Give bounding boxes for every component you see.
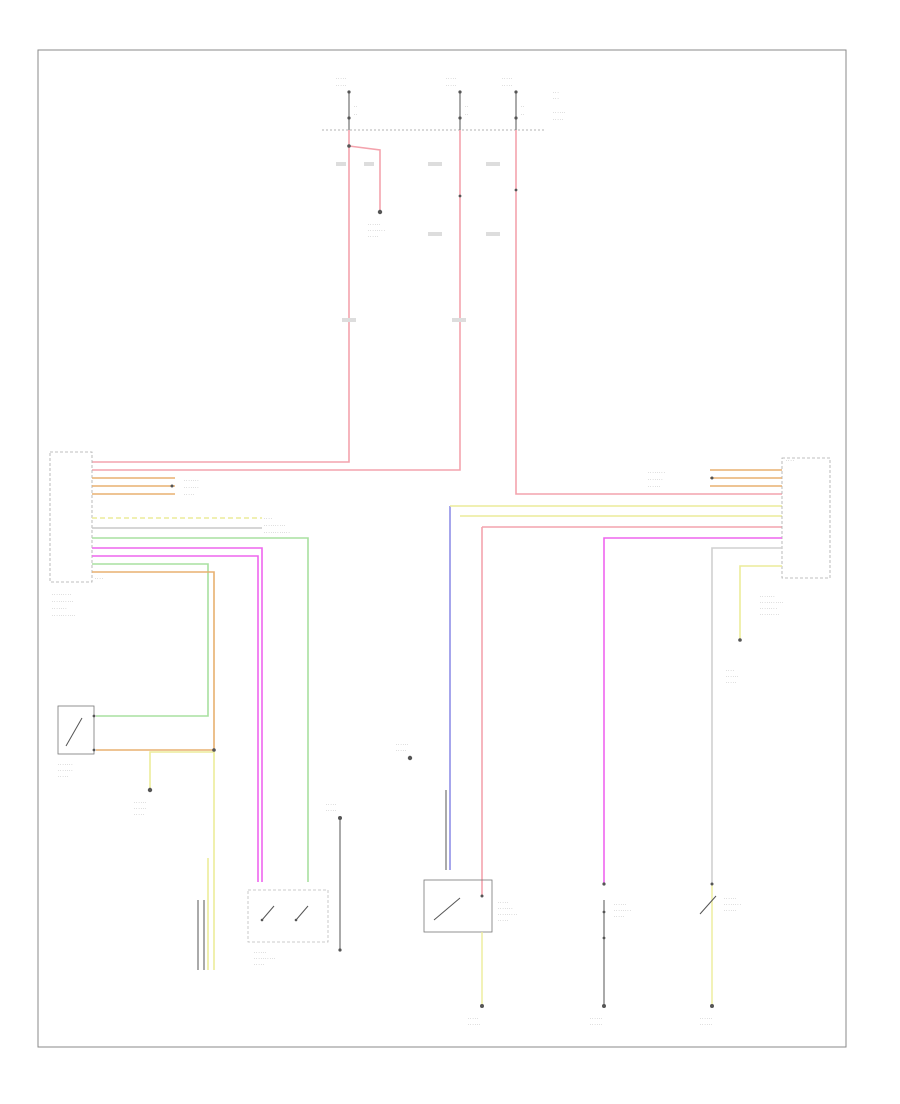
svg-text:· · · · · ·: · · · · · · [724, 909, 736, 913]
svg-text:· · · · · · · · · ·: · · · · · · · · · · [264, 524, 285, 528]
svg-text:· · · · ·: · · · · · [498, 901, 508, 905]
svg-text:· · · · · · ·: · · · · · · · [498, 907, 512, 911]
left-module-wires [92, 477, 262, 529]
svg-text:· · · · · · ·: · · · · · · · [648, 478, 662, 482]
left-module: · · · · · · · · · · · · · · · · · · · · … [49, 451, 103, 618]
left-lower-wires [92, 537, 309, 970]
svg-text:· · · · · · · · · ·: · · · · · · · · · · [52, 600, 73, 604]
svg-text:· · · · · ·: · · · · · · [700, 1023, 712, 1027]
svg-text:· · · · · ·: · · · · · · [368, 223, 380, 227]
svg-text:· · · · · · · · ·: · · · · · · · · · [52, 593, 71, 597]
svg-text:· · · · ·: · · · · · [184, 493, 194, 497]
svg-text:· · · · ·: · · · · · [254, 963, 264, 967]
ground-symbol [377, 209, 383, 215]
svg-text:· · · · · · ·: · · · · · · · [58, 769, 72, 773]
left-switch: · · · · · · · · · · · · · · · · · · · [57, 705, 96, 779]
right-module: · · · · · · · · · · · · · · · · · · · · … [760, 457, 831, 617]
svg-text:· · · · ·: · · · · · [326, 809, 336, 813]
svg-text:· · · · · ·: · · · · · · [614, 903, 626, 907]
svg-text:· · · · · · · ·: · · · · · · · · [648, 471, 665, 475]
fuse-group: · · · · · · · · · · · · · · · · · · · · … [322, 77, 565, 131]
ground-wire-center: · · · · · · · · · · [326, 803, 342, 952]
center-wires [445, 505, 782, 870]
svg-text:· · · · ·: · · · · · [336, 84, 346, 88]
svg-text:· · · · ·: · · · · · [446, 77, 456, 81]
svg-text:· · · · · · · ·: · · · · · · · · [368, 229, 385, 233]
svg-text:· · · ·: · · · · [264, 517, 272, 521]
svg-text:· ·: · · [521, 113, 524, 117]
svg-text:· · · · ·: · · · · · [134, 813, 144, 817]
svg-text:· · · · · · ·: · · · · · · · [58, 763, 72, 767]
svg-text:· · · · · · · · · · · ·: · · · · · · · · · · · · [264, 531, 290, 535]
svg-text:· · · ·: · · · · [786, 459, 794, 463]
right-module-wires [603, 469, 782, 884]
svg-text:· · · · ·: · · · · · [326, 803, 336, 807]
svg-text:· · · · · ·: · · · · · · [590, 1017, 602, 1021]
diagram-frame [37, 49, 847, 1048]
svg-text:· · · ·: · · · · [95, 577, 103, 581]
svg-text:· ·: · · [521, 105, 524, 109]
svg-text:· · · · · ·: · · · · · · [726, 675, 738, 679]
svg-text:· · · · ·: · · · · · [396, 749, 406, 753]
svg-text:· · · ·: · · · · [726, 669, 734, 673]
svg-text:· ·: · · [465, 113, 468, 117]
svg-text:· · · · · ·: · · · · · · [724, 897, 736, 901]
svg-text:· · · · · ·: · · · · · · [134, 807, 146, 811]
svg-text:· · · · · · · ·: · · · · · · · · [724, 903, 741, 907]
svg-text:· · · · ·: · · · · · [58, 775, 68, 779]
svg-text:· · ·: · · · [553, 97, 559, 101]
svg-text:· · · · · ·: · · · · · · [553, 111, 565, 115]
svg-text:· · · · · ·: · · · · · · [590, 1023, 602, 1027]
svg-text:· ·: · · [465, 105, 468, 109]
svg-text:· · · · · · · ·: · · · · · · · · [760, 607, 777, 611]
svg-text:· · · · · · ·: · · · · · · · [184, 479, 198, 483]
fuse-left: · · · · · · · · · · · · · · [336, 77, 357, 130]
svg-text:· · ·: · · · [553, 91, 559, 95]
svg-text:· · · · ·: · · · · · [502, 84, 512, 88]
svg-text:· · · · · ·: · · · · · · [134, 801, 146, 805]
svg-text:· · · · ·: · · · · · [468, 1017, 478, 1021]
svg-text:· · · · · · · · · · ·: · · · · · · · · · · · [760, 601, 783, 605]
fuse-mid: · · · · · · · · · · · · · · [446, 77, 468, 130]
svg-text:· · · · ·: · · · · · [726, 681, 736, 685]
svg-text:· · · · · · ·: · · · · · · · [184, 486, 198, 490]
svg-text:· · · · ·: · · · · · [336, 77, 346, 81]
svg-text:· · · · · ·: · · · · · · [648, 485, 660, 489]
svg-text:· · · · · · ·: · · · · · · · [52, 607, 66, 611]
svg-text:· · · · · · · · ·: · · · · · · · · · [760, 613, 779, 617]
svg-text:· · · · · ·: · · · · · · [254, 951, 266, 955]
svg-text:· · · · ·: · · · · · [368, 235, 378, 239]
center-switch: · · · · · · · · · · · · · · · · · · · · … [423, 879, 517, 1027]
right-switch: · · · · · · · · · · · · · · · · · · · · … [699, 882, 741, 1027]
svg-text:· · · · ·: · · · · · [502, 77, 512, 81]
right-center-switch: · · · · · · · · · · · · · · · · · · · · … [590, 882, 631, 1027]
splice-point [347, 144, 351, 148]
svg-text:· · · · · · · · · ·: · · · · · · · · · · [254, 957, 275, 961]
wire-labels [336, 162, 518, 322]
svg-text:· · · · ·: · · · · · [446, 84, 456, 88]
svg-text:· · · · · · · ·: · · · · · · · · [614, 909, 631, 913]
svg-text:· · · · · · · · ·: · · · · · · · · · [498, 913, 517, 917]
svg-text:· · · · ·: · · · · · [498, 919, 508, 923]
fuse-right: · · · · · · · · · · · · · · · · · · · · … [502, 77, 565, 130]
svg-text:· · · · · ·: · · · · · · [396, 743, 408, 747]
svg-text:· · · · ·: · · · · · [614, 915, 624, 919]
svg-text:· ·: · · [354, 105, 357, 109]
mirror-switch-block: · · · · · · · · · · · · · · · · · · · · … [197, 889, 329, 970]
svg-text:· · · · ·: · · · · · [553, 118, 563, 122]
svg-text:· · · · · ·: · · · · · · [700, 1017, 712, 1021]
svg-text:· · · · · · · · · · ·: · · · · · · · · · · · [52, 614, 75, 618]
svg-text:· · · · · ·: · · · · · · [468, 1023, 480, 1027]
power-wires [92, 130, 782, 895]
svg-text:· · · · · · ·: · · · · · · · [760, 595, 774, 599]
svg-text:· ·: · · [354, 113, 357, 117]
